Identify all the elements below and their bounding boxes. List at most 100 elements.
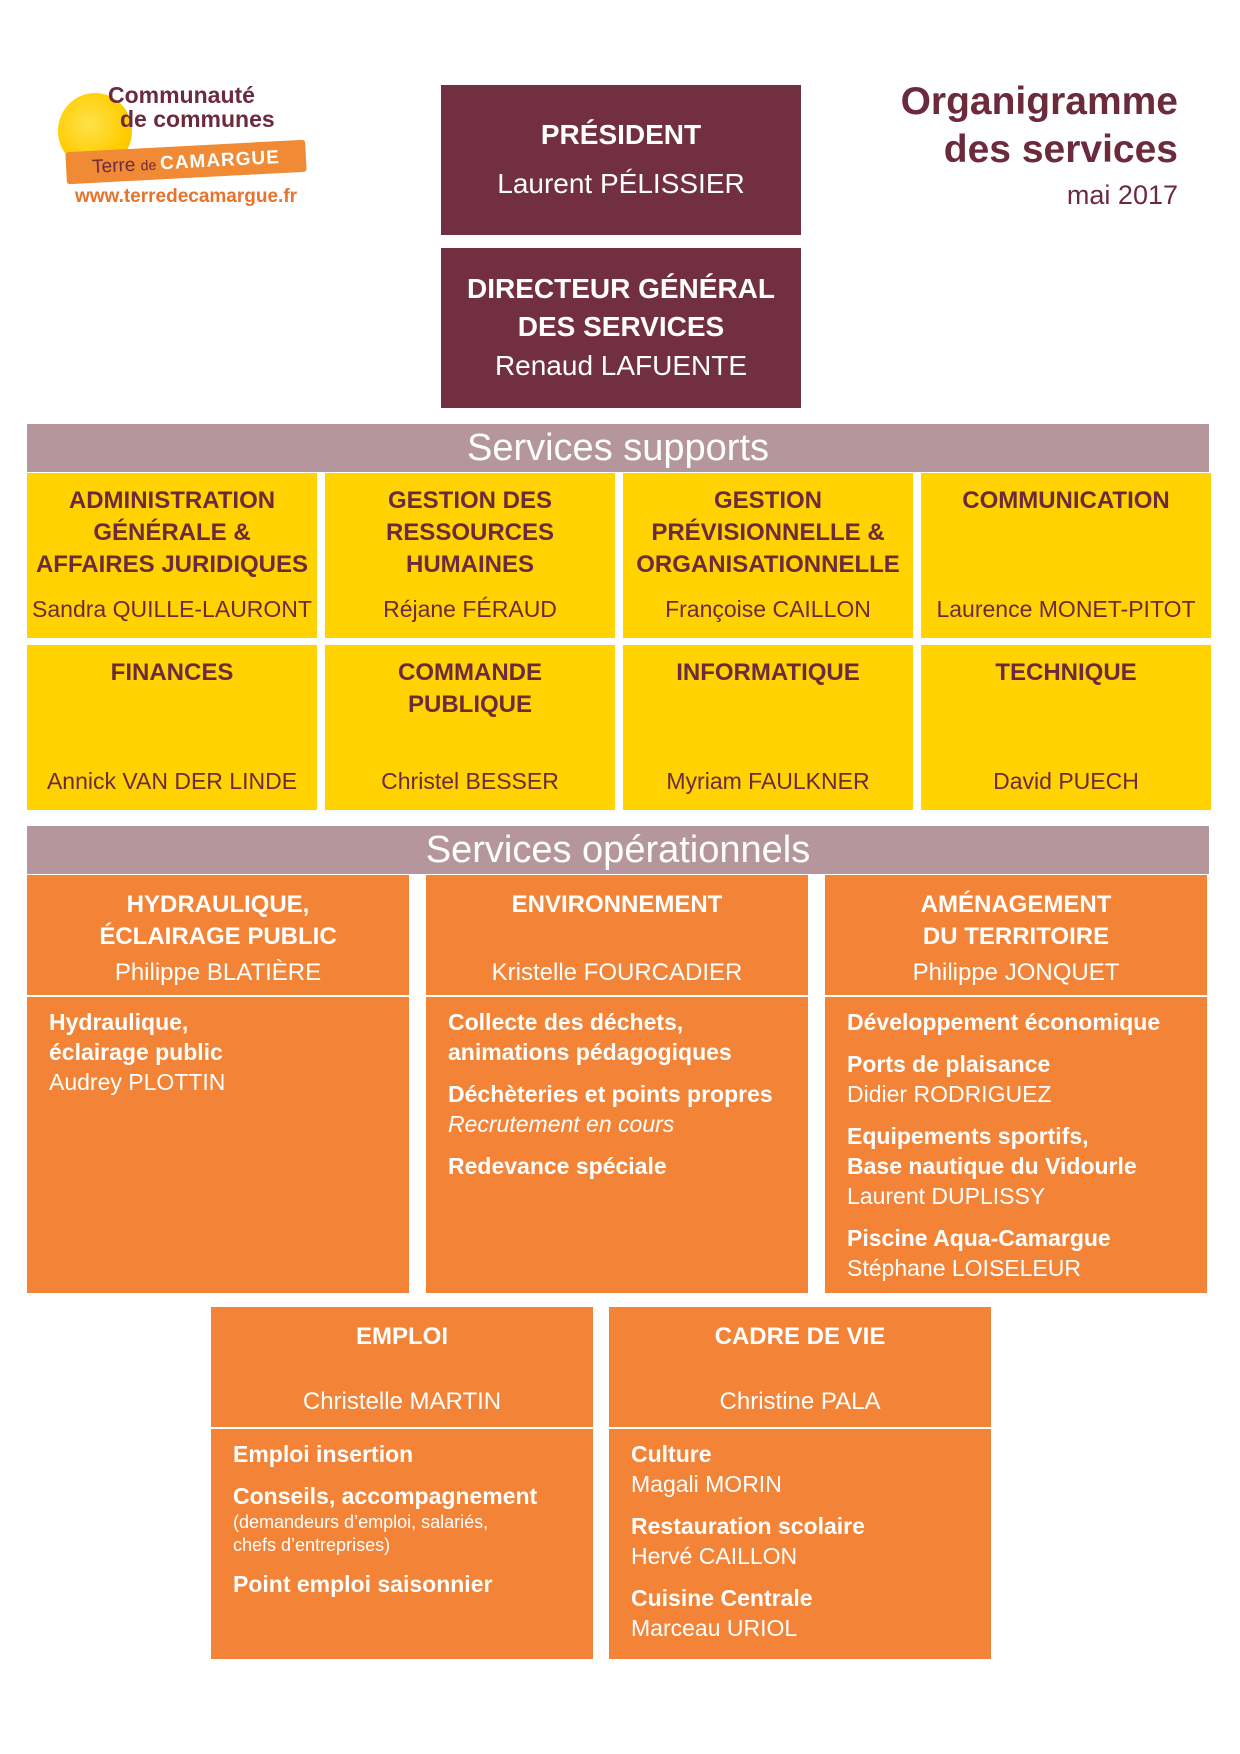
support-card-person: Laurence MONET-PITOT xyxy=(936,596,1196,622)
service-item-title: éclairage public xyxy=(49,1039,223,1065)
operational-card-divider xyxy=(609,1427,991,1429)
support-card-title-line: GESTION DES xyxy=(387,487,553,514)
service-item-title: Restauration scolaire xyxy=(631,1513,865,1539)
page-title-line1: Organigramme xyxy=(900,80,1178,123)
support-card-title-line: PRÉVISIONNELLE & xyxy=(651,519,885,546)
service-item-title: Déchèteries et points propres xyxy=(448,1081,773,1107)
operational-card-title-line xyxy=(609,1353,991,1385)
support-card-title-line: TECHNIQUE xyxy=(995,659,1137,686)
operational-card-title: EMPLOI xyxy=(211,1321,593,1385)
support-card: TECHNIQUE David PUECH xyxy=(921,645,1211,810)
service-item-person: Didier RODRIGUEZ xyxy=(847,1081,1052,1107)
support-card-title-line: GESTION xyxy=(713,487,822,514)
operational-card: HYDRAULIQUE,ÉCLAIRAGE PUBLIC Philippe BLA… xyxy=(27,875,409,1293)
support-card-title-line: RESSOURCES xyxy=(385,519,555,546)
support-card: FINANCES Annick VAN DER LINDE xyxy=(27,645,317,810)
service-item-person: Marceau URIOL xyxy=(631,1615,798,1641)
operational-card: AMÉNAGEMENT DU TERRITOIRE Philippe JONQUET… xyxy=(825,875,1207,1293)
support-card-title-line: COMMUNICATION xyxy=(962,487,1170,514)
service-item-person: Magali MORIN xyxy=(631,1471,782,1497)
director-name: Renaud LAFUENTE xyxy=(494,350,748,381)
service-item-title: Redevance spéciale xyxy=(448,1153,667,1179)
support-card-person: Françoise CAILLON xyxy=(665,596,871,622)
president-box: PRÉSIDENT Laurent PÉLISSIER xyxy=(441,85,801,235)
support-card-title: COMMUNICATION xyxy=(921,485,1211,581)
operational-card-title: HYDRAULIQUE,ÉCLAIRAGE PUBLIC xyxy=(27,889,409,953)
support-card-title: COMMANDE PUBLIQUE xyxy=(325,657,615,753)
support-card-title-line xyxy=(921,549,1211,581)
operational-card-title-line: ENVIRONNEMENT xyxy=(511,891,723,918)
service-item: Développement économique xyxy=(847,1007,1201,1037)
service-item-person: Laurent DUPLISSY xyxy=(847,1183,1046,1209)
support-card-title: FINANCES xyxy=(27,657,317,753)
support-card-title-line xyxy=(27,689,317,721)
operational-card-title: AMÉNAGEMENT DU TERRITOIRE xyxy=(825,889,1207,953)
operational-section-heading: Services opérationnels xyxy=(27,826,1209,874)
support-card-title-line xyxy=(325,721,615,753)
service-item: Point emploi saisonnier xyxy=(233,1569,587,1599)
operational-card-divider xyxy=(211,1427,593,1429)
operational-card-divider xyxy=(825,995,1207,997)
operational-card-person: Christine PALA xyxy=(719,1388,881,1415)
service-item-title: Point emploi saisonnier xyxy=(233,1571,493,1597)
support-card-title-line xyxy=(921,517,1211,549)
service-item: Equipements sportifs,Base nautique du Vi… xyxy=(847,1121,1201,1211)
operational-card-person: Philippe JONQUET xyxy=(912,959,1120,986)
director-role-line2: DES SERVICES xyxy=(517,311,725,342)
support-card-person: David PUECH xyxy=(993,768,1139,794)
operational-card-divider xyxy=(426,995,808,997)
support-card-title-line xyxy=(921,689,1211,721)
service-item-title: Piscine Aqua-Camargue xyxy=(847,1225,1111,1251)
director-role-line1: DIRECTEUR GÉNÉRAL xyxy=(466,273,775,304)
service-item-title: Hydraulique, xyxy=(49,1009,189,1035)
service-item-title: Cuisine Centrale xyxy=(631,1585,813,1611)
support-section-heading: Services supports xyxy=(27,424,1209,472)
operational-card-header: AMÉNAGEMENT DU TERRITOIRE Philippe JONQUET xyxy=(825,875,1207,995)
operational-card-title-line: ÉCLAIRAGE PUBLIC xyxy=(99,923,337,950)
operational-card-title-line: DU TERRITOIRE xyxy=(922,923,1110,950)
service-item-title: Equipements sportifs, xyxy=(847,1123,1089,1149)
support-card-person: Christel BESSER xyxy=(381,768,559,794)
operational-card-title: CADRE DE VIE xyxy=(609,1321,991,1385)
service-item-status: Recrutement en cours xyxy=(448,1111,675,1137)
logo-text-line1: Communauté xyxy=(108,82,255,108)
support-card-person: Sandra QUILLE-LAURONT xyxy=(32,596,312,622)
support-card-title-line: COMMANDE xyxy=(398,659,542,686)
service-item: Emploi insertion xyxy=(233,1439,587,1469)
support-card: GESTION PRÉVISIONNELLE & ORGANISATIONNELLE… xyxy=(623,473,913,638)
support-card-title-line: FINANCES xyxy=(110,659,234,686)
support-card-title-line xyxy=(27,721,317,753)
support-card: COMMANDE PUBLIQUE Christel BESSER xyxy=(325,645,615,810)
operational-card-header: HYDRAULIQUE,ÉCLAIRAGE PUBLIC Philippe BLA… xyxy=(27,875,409,995)
operational-card-title-line: AMÉNAGEMENT xyxy=(920,891,1112,918)
operational-card-header: EMPLOI Christelle MARTIN xyxy=(211,1307,593,1427)
service-item-note: (demandeurs d’emploi, salariés, xyxy=(233,1512,489,1532)
support-card-title-line: ADMINISTRATION xyxy=(68,487,276,514)
operational-card-person: Christelle MARTIN xyxy=(302,1388,502,1415)
logo-band-word3: CAMARGUE xyxy=(159,147,281,175)
support-card-title-line: ORGANISATIONNELLE xyxy=(636,551,900,578)
service-item-note: chefs d’entreprises) xyxy=(233,1535,391,1555)
service-item-title: Ports de plaisance xyxy=(847,1051,1051,1077)
operational-card-divider xyxy=(27,995,409,997)
support-card-title-line: PUBLIQUE xyxy=(407,691,532,718)
page-title: Organigramme des services xyxy=(818,78,1178,174)
logo-text-line2: de communes xyxy=(120,106,275,132)
service-item: Redevance spéciale xyxy=(448,1151,802,1181)
operational-card-title-line: EMPLOI xyxy=(355,1323,448,1350)
page-title-line2: des services xyxy=(943,128,1178,171)
operational-card-title-line xyxy=(211,1353,593,1385)
operational-card-title: ENVIRONNEMENT xyxy=(426,889,808,953)
operational-card-person: Philippe BLATIÈRE xyxy=(114,959,322,986)
